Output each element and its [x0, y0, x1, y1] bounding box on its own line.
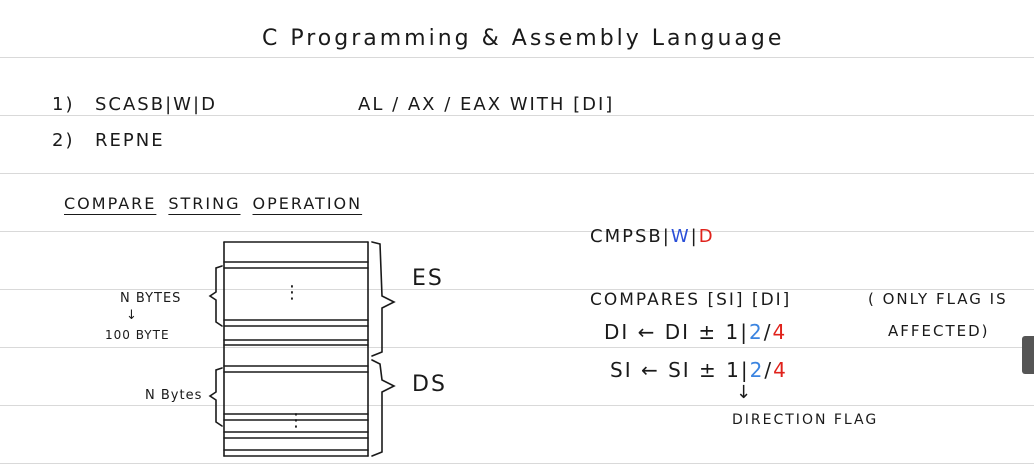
section-heading: COMPARE STRING OPERATION [64, 194, 374, 213]
scasb-text: SCASB [95, 94, 166, 115]
separator: | [165, 94, 174, 115]
di-expression: DI ← DI ± 1 [604, 320, 741, 344]
si-two: 2 [749, 358, 765, 382]
list-item-2-instruction: REPNE [95, 130, 165, 151]
compares-line: COMPARES [SI] [DI] [590, 290, 792, 310]
cmps-w-text: W [670, 226, 691, 247]
heading-word-compare: COMPARE [64, 194, 157, 213]
byte-100-label: 100 BYTE [105, 328, 170, 342]
separator: | [192, 94, 202, 115]
w-text: W [173, 94, 193, 115]
di-two: 2 [749, 320, 764, 344]
dots-top: ⋮ [283, 282, 301, 303]
cmpsb-text: CMPSB [590, 226, 663, 247]
heading-word-string: STRING [168, 194, 241, 213]
cmps-d-text: D [698, 226, 715, 247]
affected-note: AFFECTED) [888, 322, 990, 340]
down-arrow-icon: ↓ [736, 382, 752, 403]
cmps-instruction: CMPSB|W|D [590, 226, 715, 247]
memory-diagram [208, 241, 396, 457]
heading-word-operation: OPERATION [252, 194, 363, 213]
only-flag-note: ( ONLY FLAG IS [868, 290, 1008, 308]
small-down-arrow-icon: ↓ [126, 308, 137, 323]
n-bytes-label-top: N BYTES [120, 291, 182, 306]
es-label: ES [412, 266, 444, 291]
si-four: 4 [773, 358, 788, 382]
side-scroll-tab[interactable] [1022, 336, 1034, 374]
list-number-2: 2) [52, 130, 75, 151]
list-number-1: 1) [52, 94, 75, 115]
dots-bottom: ⋮ [287, 410, 305, 431]
di-update-line: DI ← DI ± 1|2/4 [604, 320, 788, 344]
page-title: C Programming & Assembly Language [262, 26, 785, 51]
direction-flag-label: DIRECTION FLAG [732, 412, 879, 428]
list-item-1-instruction: SCASB|W|D [95, 94, 217, 115]
si-expression: SI ← SI ± 1 [610, 358, 741, 382]
d-text: D [201, 94, 217, 115]
list-item-1-registers: AL / AX / EAX WITH [DI] [358, 94, 615, 115]
n-bytes-label-bottom: N Bytes [145, 388, 203, 403]
di-four: 4 [772, 320, 788, 344]
ds-label: DS [412, 372, 447, 397]
si-update-line: SI ← SI ± 1|2/4 [610, 358, 788, 382]
